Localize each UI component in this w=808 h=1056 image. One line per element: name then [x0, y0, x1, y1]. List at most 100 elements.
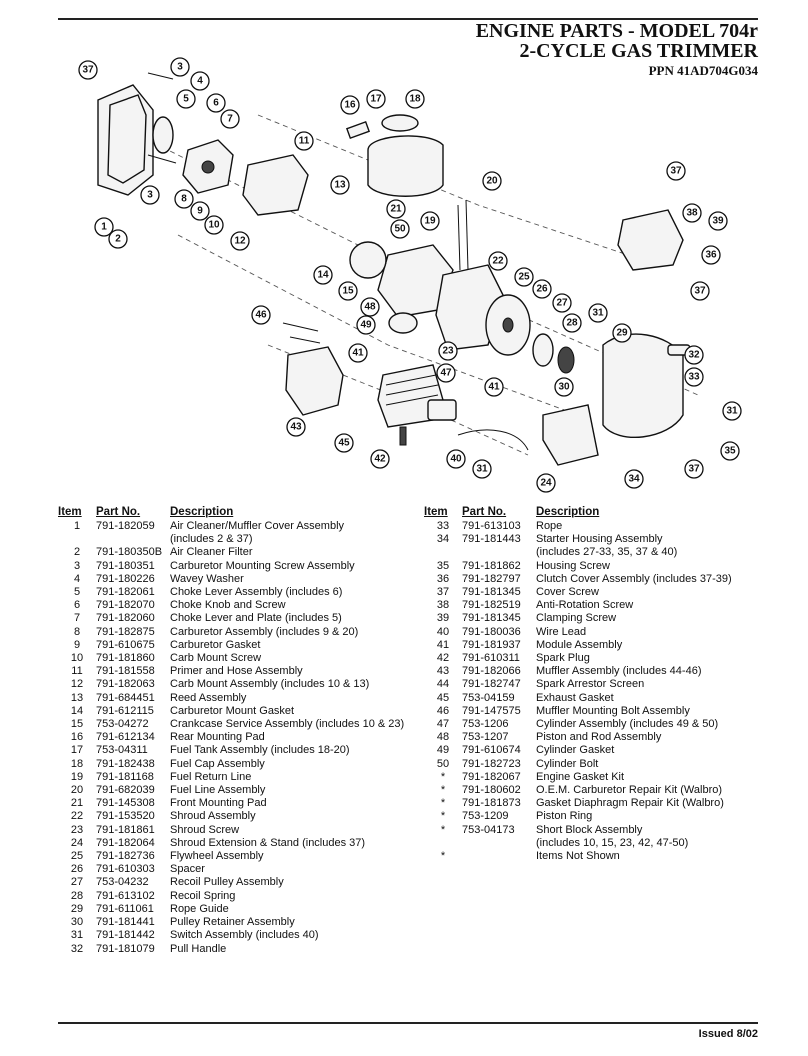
muffler-bolt	[282, 322, 319, 332]
piston	[388, 312, 418, 334]
part-no-cell	[96, 533, 170, 546]
callout-number: 45	[338, 438, 350, 449]
description-cell: Pulley Retainer Assembly	[170, 916, 295, 929]
callout-31: 31	[722, 401, 742, 421]
callout-circle	[313, 265, 333, 285]
description-cell: O.E.M. Carburetor Repair Kit (Walbro)	[536, 784, 723, 797]
callout-number: 33	[688, 372, 700, 383]
description-cell: Carburetor Gasket	[170, 638, 261, 651]
part-no-cell	[462, 850, 536, 863]
callout-circle	[482, 171, 502, 191]
item-cell: 26	[70, 863, 84, 876]
item-cell: 42	[436, 652, 450, 665]
callout-29: 29	[612, 323, 632, 343]
callout-number: 31	[726, 406, 738, 417]
callout-circle	[484, 377, 504, 397]
part-no-cell: 791-181861	[96, 823, 155, 836]
callout-circle	[684, 459, 704, 479]
callout-number: 38	[686, 208, 698, 219]
item-cell: 36	[436, 572, 450, 585]
callout-37: 37	[78, 60, 98, 80]
air-filter	[152, 116, 174, 154]
callout-8: 8	[174, 189, 194, 209]
assembly-line	[257, 114, 659, 266]
callout-circle	[446, 449, 466, 469]
callout-circle	[690, 281, 710, 301]
callout-number: 22	[492, 256, 504, 267]
description-cell: Choke Lever and Plate (includes 5)	[170, 612, 342, 625]
callout-number: 41	[488, 382, 500, 393]
description-cell: Rope	[536, 520, 563, 532]
part-no-cell: 791-182061	[96, 586, 155, 599]
item-cell: 20	[70, 784, 84, 797]
callout-number: 42	[374, 454, 386, 465]
item-cell: 19	[70, 770, 84, 783]
part-no-cell: 791-153520	[96, 810, 155, 823]
description-cell: Rear Mounting Pad	[170, 731, 265, 744]
part-no-cell: 791-181345	[462, 586, 521, 599]
callout-circle	[370, 449, 390, 469]
callout-number: 47	[440, 368, 452, 379]
header-description: Description	[170, 506, 234, 519]
description-cell: Cylinder Gasket	[536, 744, 615, 757]
description-cell: Engine Gasket Kit	[536, 770, 625, 783]
callout-5: 5	[176, 89, 196, 109]
callout-number: 17	[370, 94, 382, 105]
callout-number: 9	[197, 206, 203, 217]
carburetor-gasket	[349, 241, 387, 279]
callout-number: 39	[712, 216, 724, 227]
callout-circle	[356, 315, 376, 335]
callout-number: 10	[208, 220, 220, 231]
callout-10: 10	[204, 215, 224, 235]
description-cell: Choke Lever Assembly (includes 6)	[170, 586, 343, 599]
description-cell: Reed Assembly	[170, 691, 247, 704]
item-cell: 43	[436, 665, 450, 678]
callout-49: 49	[356, 315, 376, 335]
description-cell: Shroud Screw	[170, 823, 240, 836]
callout-11: 11	[294, 131, 314, 151]
item-cell: 34	[436, 533, 450, 546]
callout-number: 41	[352, 348, 364, 359]
callout-circle	[170, 57, 190, 77]
callout-number: 48	[364, 302, 376, 313]
part-no-cell: 791-181873	[462, 797, 521, 810]
callout-circle	[360, 297, 380, 317]
part-no-cell: 753-1206	[462, 718, 509, 731]
description-cell: Cylinder Assembly (includes 49 & 50)	[536, 718, 719, 731]
callout-number: 27	[556, 298, 568, 309]
item-cell: 41	[436, 638, 450, 651]
item-cell: 1	[73, 520, 81, 532]
page-subtitle: 2-CYCLE GAS TRIMMER	[519, 40, 758, 62]
callout-number: 40	[450, 454, 462, 465]
callout-35: 35	[720, 441, 740, 461]
description-cell: Shroud Assembly	[170, 810, 256, 823]
callout-number: 12	[234, 236, 246, 247]
callout-number: 11	[299, 136, 310, 147]
callout-circle	[366, 89, 386, 109]
callout-number: 15	[342, 286, 354, 297]
screw	[147, 154, 177, 164]
callout-48: 48	[360, 297, 380, 317]
header-item: Item	[424, 506, 448, 519]
part-no-cell: 791-182067	[462, 770, 521, 783]
callout-circle	[472, 459, 492, 479]
callout-number: 30	[558, 382, 570, 393]
carburetor-port	[201, 160, 215, 174]
part-no-cell: 791-612134	[96, 731, 155, 744]
callout-17: 17	[366, 89, 386, 109]
description-cell: Recoil Spring	[170, 889, 236, 902]
part-no-cell: 791-182747	[462, 678, 521, 691]
